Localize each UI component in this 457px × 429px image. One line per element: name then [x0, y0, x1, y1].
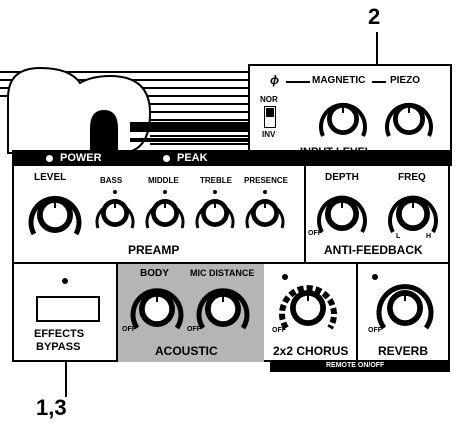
panel-divider-reverb — [356, 264, 358, 362]
chorus-off-label: OFF — [272, 327, 286, 334]
acoustic-title: ACOUSTIC — [155, 344, 218, 358]
bypass-led — [62, 278, 68, 284]
freq-l-label: L — [396, 233, 401, 240]
inv-label: INV — [262, 130, 276, 139]
freq-label: FREQ — [398, 172, 426, 183]
panel-divider-preamp — [304, 166, 306, 262]
phase-line — [286, 81, 310, 83]
depth-off-label: OFF — [308, 230, 322, 237]
reverb-led — [372, 274, 378, 280]
treble-label: TREBLE — [200, 176, 232, 185]
peak-label: PEAK — [177, 152, 208, 164]
panel-divider-bypass — [116, 264, 118, 362]
phase-switch[interactable] — [264, 106, 276, 128]
magnetic-knob[interactable] — [315, 92, 371, 144]
body-off-label: OFF — [122, 326, 136, 333]
power-led — [46, 155, 53, 162]
nor-label: NOR — [260, 95, 278, 104]
indicator-bar — [12, 150, 452, 166]
magnetic-line — [372, 81, 386, 83]
body-label: BODY — [140, 268, 169, 279]
bass-knob[interactable] — [92, 188, 138, 238]
depth-label: DEPTH — [325, 172, 359, 183]
treble-knob[interactable] — [192, 188, 238, 238]
reverb-knob[interactable] — [374, 278, 436, 336]
chorus-title: 2x2 CHORUS — [273, 344, 349, 358]
guitar-illustration — [0, 66, 270, 154]
magnetic-label: MAGNETIC — [312, 75, 366, 86]
piezo-knob[interactable] — [381, 92, 437, 144]
reverb-title: REVERB — [378, 344, 429, 358]
mic-distance-off-label: OFF — [187, 326, 201, 333]
bypass-label: BYPASS — [36, 341, 81, 353]
callout-2-leader — [376, 32, 378, 82]
effects-label: EFFECTS — [34, 328, 85, 340]
presence-label: PRESENCE — [244, 176, 289, 185]
body-knob[interactable] — [128, 280, 186, 336]
remote-bar — [270, 362, 450, 372]
freq-h-label: H — [426, 233, 432, 240]
chorus-led — [282, 274, 288, 280]
presence-knob[interactable] — [242, 188, 288, 238]
peak-led — [163, 155, 170, 162]
piezo-label: PIEZO — [390, 75, 421, 86]
reverb-off-label: OFF — [368, 327, 382, 334]
panel-divider-horizontal — [12, 262, 450, 264]
depth-knob[interactable] — [313, 186, 371, 240]
bass-label: BASS — [100, 176, 123, 185]
mic-distance-knob[interactable] — [194, 280, 252, 336]
level-label: LEVEL — [34, 172, 67, 183]
chorus-knob[interactable] — [276, 278, 340, 336]
callout-1-3-leader — [65, 355, 67, 397]
callout-2: 2 — [368, 4, 381, 29]
freq-knob[interactable] — [384, 186, 442, 240]
phase-symbol: ϕ — [270, 73, 280, 87]
power-label: POWER — [60, 152, 102, 164]
middle-label: MIDDLE — [148, 176, 179, 185]
effects-bypass-button[interactable] — [36, 296, 100, 322]
anti-feedback-title: ANTI-FEEDBACK — [324, 243, 423, 257]
callout-1-3: 1,3 — [36, 395, 67, 420]
level-knob[interactable] — [25, 186, 85, 242]
mic-distance-label: MIC DISTANCE — [190, 268, 255, 278]
middle-knob[interactable] — [142, 188, 188, 238]
remote-label: REMOTE ON/OFF — [326, 362, 385, 369]
preamp-title: PREAMP — [128, 243, 180, 257]
